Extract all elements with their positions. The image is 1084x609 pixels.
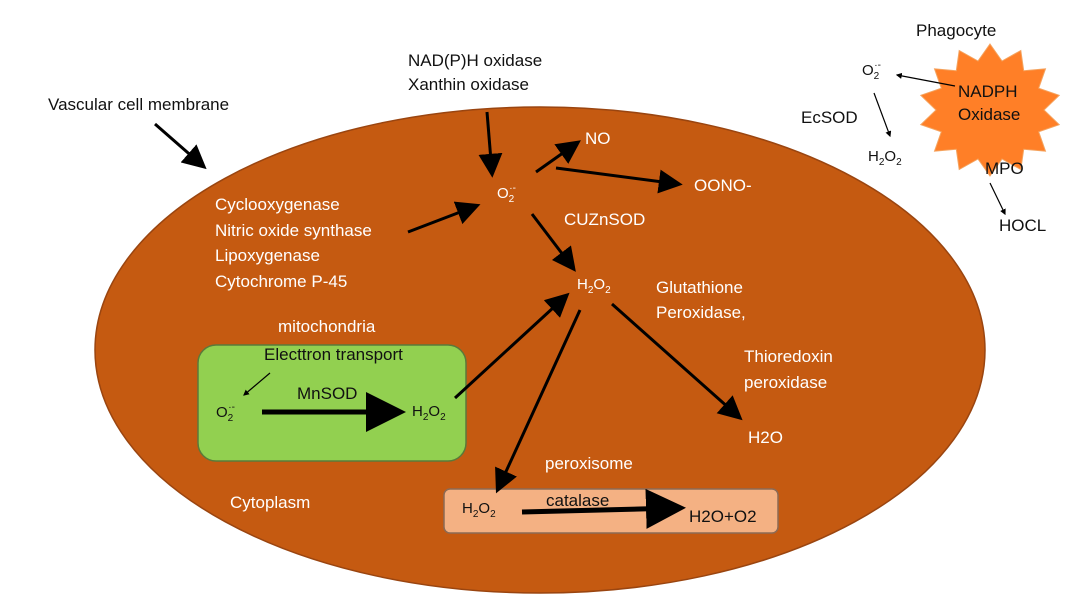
arrow-mito-h2o2-to-cytosol	[453, 292, 570, 400]
membrane-label: Vascular cell membrane	[48, 95, 230, 114]
hocl-label: HOCL	[999, 216, 1047, 235]
phagocyte-burst	[919, 43, 1061, 177]
arrow-h2o2-to-peroxisome	[495, 309, 582, 494]
arrow-mpo-to-hocl	[989, 182, 1006, 216]
arrow-catalase	[521, 488, 686, 529]
arrow-superoxide-to-no	[535, 140, 581, 174]
enzyme-label: Glutathione	[656, 278, 743, 297]
h2o2-phagocyte: H2O2	[868, 148, 902, 168]
arrow-nadph-to-superoxide	[895, 72, 956, 87]
superoxide-mito: O2·-	[216, 402, 235, 424]
h2o2-main: H2O2	[577, 276, 611, 296]
arrow-superoxide-to-oono	[555, 166, 683, 194]
arrow-superoxide-to-h2o2	[530, 213, 576, 272]
enzyme-label: Peroxidase,	[656, 303, 746, 322]
no-label: NO	[585, 129, 611, 148]
arrow-membrane-pointer	[154, 122, 207, 170]
thioredoxin-peroxidase-label: Thioredoxin peroxidase	[744, 344, 833, 396]
enzyme-label: Cytochrome P-45	[215, 271, 348, 291]
h2o-label: H2O	[748, 428, 783, 447]
electron-transport-label: Electtron transport	[264, 345, 403, 364]
arrow-oxidase-to-superoxide	[478, 111, 503, 178]
arrow-h2o2-to-h2o	[611, 302, 743, 421]
enzyme-label: Thioredoxin	[744, 347, 833, 366]
enzyme-label: NADPH	[958, 82, 1018, 101]
enzyme-label: NAD(P)H oxidase	[408, 51, 543, 70]
nadph-oxidase-label: NADPH Oxidase	[958, 80, 1020, 126]
oono-label: OONO-	[694, 176, 752, 195]
phagocyte-label: Phagocyte	[916, 21, 997, 40]
arrow-ecsod	[873, 92, 892, 138]
h2o2-peroxisome: H2O2	[462, 500, 496, 520]
cuznsod-label: CUZnSOD	[564, 210, 646, 229]
mpo-label: MPO	[985, 159, 1024, 178]
superoxide-phagocyte: O2·-	[862, 60, 881, 82]
glutathione-peroxidase-label: Glutathione Peroxidase,	[656, 275, 746, 325]
enzymes-left-label: Cyclooxygenase Nitric oxide synthase Lip…	[215, 192, 372, 294]
mitochondria-label: mitochondria	[278, 317, 376, 336]
mitochondria-compartment	[197, 344, 467, 462]
enzyme-label: Oxidase	[958, 105, 1021, 124]
enzyme-label: Lipoxygenase	[215, 246, 320, 265]
enzyme-label: Cyclooxygenase	[215, 195, 340, 214]
enzyme-label: Nitric oxide synthase	[215, 220, 372, 240]
h2o-o2-label: H2O+O2	[689, 507, 757, 526]
peroxisome-label: peroxisome	[545, 454, 633, 473]
arrow-electron-transport	[243, 372, 271, 396]
mnsod-label: MnSOD	[297, 384, 358, 403]
h2o2-mito: H2O2	[412, 403, 446, 423]
enzyme-label: Xanthin oxidase	[408, 75, 529, 94]
ecsod-label: EcSOD	[801, 108, 858, 127]
superoxide-main: O2·-	[497, 183, 516, 205]
enzyme-label: peroxidase	[744, 373, 828, 392]
arrow-enzymes-to-superoxide	[407, 201, 481, 234]
catalase-label: catalase	[546, 491, 610, 510]
vascular-cell	[94, 106, 986, 594]
cytoplasm-label: Cytoplasm	[230, 493, 311, 512]
enzymes-top-label: NAD(P)H oxidase Xanthin oxidase	[408, 49, 542, 97]
